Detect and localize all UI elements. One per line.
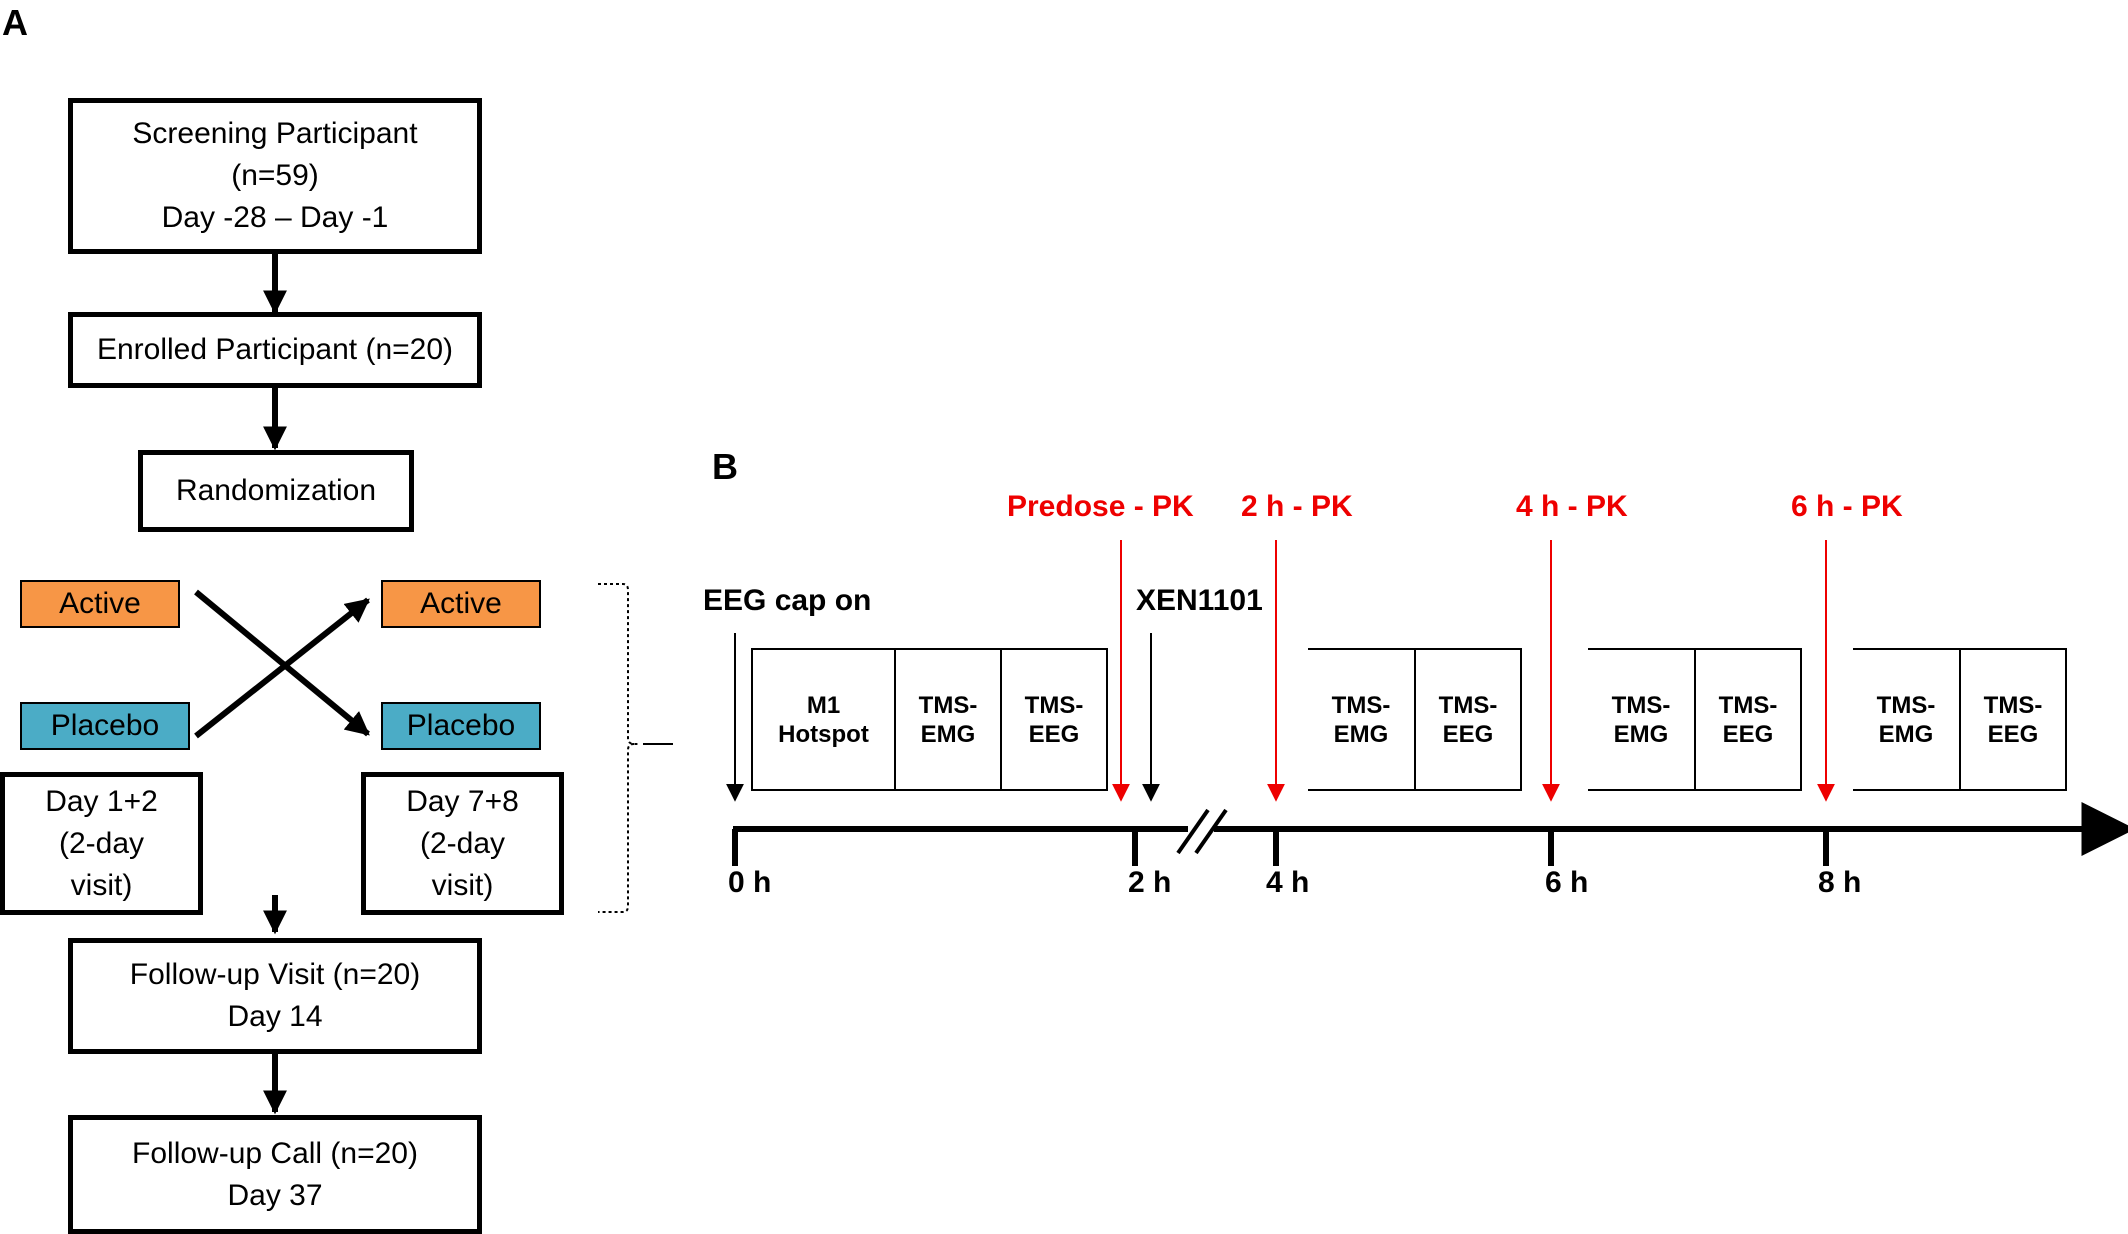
randomization-text: Randomization — [175, 474, 377, 507]
pk-label-2h: 2 h - PK — [1241, 490, 1353, 523]
placebo-tag-left-text: Placebo — [50, 709, 160, 742]
tms-eeg-block-2: TMS- EEG — [1414, 648, 1522, 791]
tms-emg-4-line-2: EMG — [1878, 720, 1934, 748]
tms-eeg-3-line-2: EEG — [1722, 720, 1774, 748]
m1-hotspot-block: M1 Hotspot — [751, 648, 896, 791]
tms-eeg-2-line-2: EEG — [1442, 720, 1494, 748]
placebo-tag-right: Placebo — [381, 702, 541, 750]
visit-day1-line-3: visit) — [70, 868, 133, 902]
randomization-box: Randomization — [138, 450, 414, 532]
m1-line-2: Hotspot — [778, 720, 869, 748]
tms-emg-3-line-1: TMS- — [1611, 691, 1671, 719]
tick-label-8h: 8 h — [1818, 866, 1862, 899]
screening-line-2: (n=59) — [231, 159, 319, 192]
active-tag-right-text: Active — [420, 587, 502, 620]
pk-label-predose: Predose - PK — [1007, 490, 1194, 523]
visit-day7-line-1: Day 7+8 — [406, 784, 519, 818]
tick-label-4h: 4 h — [1266, 866, 1310, 899]
active-tag-left-text: Active — [59, 587, 141, 620]
placebo-tag-right-text: Placebo — [406, 709, 516, 742]
eeg-cap-label: EEG cap on — [703, 584, 872, 617]
followup-call-line-2: Day 37 — [227, 1178, 323, 1212]
tms-emg-4-line-1: TMS- — [1876, 691, 1936, 719]
pk-label-4h: 4 h - PK — [1516, 490, 1628, 523]
visit-day1-line-2: (2-day — [58, 826, 145, 860]
followup-visit-box: Follow-up Visit (n=20) Day 14 — [68, 938, 482, 1054]
arrow-crossover-placebo-to-active — [194, 597, 370, 739]
tms-eeg-1-line-1: TMS- — [1024, 691, 1084, 719]
tms-emg-block-2: TMS- EMG — [1308, 648, 1416, 791]
dotted-bracket — [598, 583, 640, 913]
tms-emg-3-line-2: EMG — [1613, 720, 1669, 748]
tms-emg-1-line-1: TMS- — [918, 691, 978, 719]
pk-label-6h: 6 h - PK — [1791, 490, 1903, 523]
arrow-crossover-active-to-placebo — [194, 589, 370, 737]
tms-emg-2-line-2: EMG — [1333, 720, 1389, 748]
active-tag-right: Active — [381, 580, 541, 628]
tms-emg-block-4: TMS- EMG — [1853, 648, 1961, 791]
tms-emg-block-3: TMS- EMG — [1588, 648, 1696, 791]
axis-break-mark-2 — [1194, 808, 1228, 855]
tick-label-0h: 0 h — [728, 866, 772, 899]
tms-eeg-4-line-2: EEG — [1987, 720, 2039, 748]
axis-break-mark-1 — [1176, 808, 1210, 855]
tms-eeg-3-line-1: TMS- — [1718, 691, 1778, 719]
visit-day1-line-1: Day 1+2 — [45, 784, 158, 818]
panel-label-a: A — [2, 2, 28, 43]
panel-label-b: B — [712, 446, 738, 487]
tms-eeg-block-3: TMS- EEG — [1694, 648, 1802, 791]
active-tag-left: Active — [20, 580, 180, 628]
enrolled-text: Enrolled Participant (n=20) — [96, 333, 454, 366]
visit-day7-line-2: (2-day — [419, 826, 506, 860]
followup-call-box: Follow-up Call (n=20) Day 37 — [68, 1115, 482, 1234]
visit-day7-box: Day 7+8 (2-day visit) — [361, 772, 564, 915]
tms-eeg-block-1: TMS- EEG — [1000, 648, 1108, 791]
screening-line-1: Screening Participant — [132, 117, 418, 150]
tms-eeg-2-line-1: TMS- — [1438, 691, 1498, 719]
tick-label-6h: 6 h — [1545, 866, 1589, 899]
tms-eeg-block-4: TMS- EEG — [1959, 648, 2067, 791]
tms-emg-2-line-1: TMS- — [1331, 691, 1391, 719]
screening-box: Screening Participant (n=59) Day -28 – D… — [68, 98, 482, 254]
placebo-tag-left: Placebo — [20, 702, 190, 750]
followup-visit-line-1: Follow-up Visit (n=20) — [129, 958, 421, 991]
tms-eeg-1-line-2: EEG — [1028, 720, 1080, 748]
followup-call-line-1: Follow-up Call (n=20) — [132, 1136, 418, 1170]
followup-visit-line-2: Day 14 — [227, 1000, 323, 1033]
enrolled-box: Enrolled Participant (n=20) — [68, 312, 482, 388]
tick-label-2h: 2 h — [1128, 866, 1172, 899]
visit-day1-box: Day 1+2 (2-day visit) — [0, 772, 203, 915]
tms-eeg-4-line-1: TMS- — [1983, 691, 2043, 719]
screening-line-3: Day -28 – Day -1 — [161, 201, 389, 234]
m1-line-1: M1 — [806, 691, 841, 719]
xen1101-label: XEN1101 — [1136, 584, 1263, 617]
tms-emg-1-line-2: EMG — [920, 720, 976, 748]
visit-day7-line-3: visit) — [431, 868, 494, 902]
tms-emg-block-1: TMS- EMG — [894, 648, 1002, 791]
